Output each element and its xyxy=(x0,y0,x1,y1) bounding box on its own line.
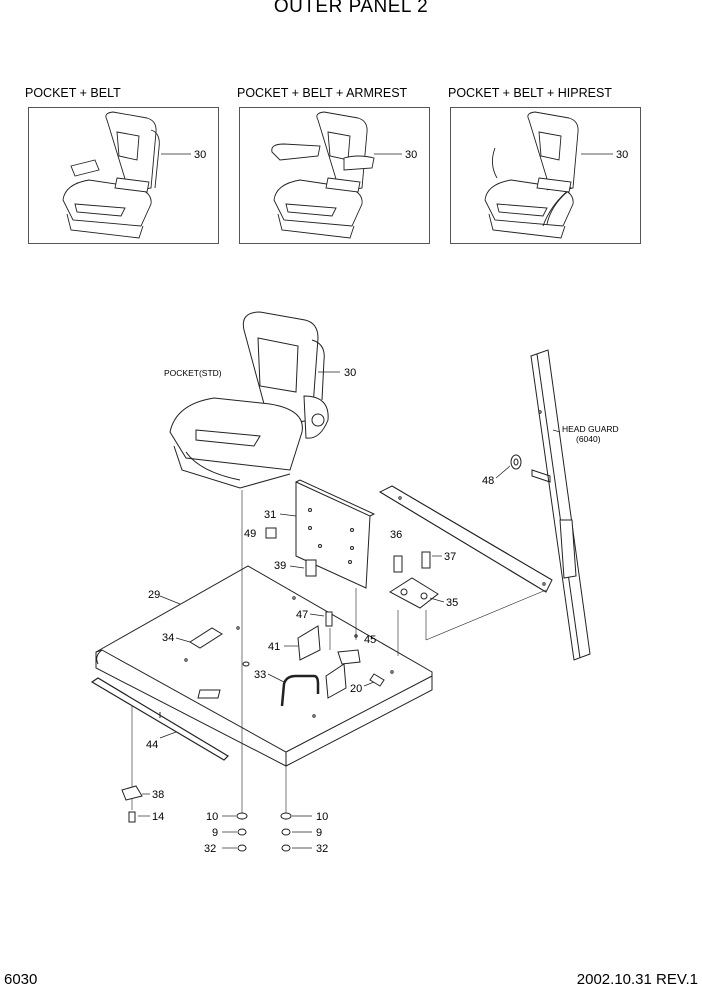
part-number: 34 xyxy=(162,632,174,644)
part-number: 48 xyxy=(482,475,494,487)
page-number: 6030 xyxy=(4,971,38,988)
part-number: 38 xyxy=(152,789,164,801)
part-number: 10 xyxy=(206,811,218,823)
part-number: 37 xyxy=(444,551,456,563)
part-number: 29 xyxy=(148,589,160,601)
revision-date: 2002.10.31 REV.1 xyxy=(576,971,698,988)
part-number: 32 xyxy=(204,843,216,855)
side-rail xyxy=(378,485,553,593)
part-number: 39 xyxy=(274,560,286,572)
part-number: 32 xyxy=(316,843,328,855)
main-seat xyxy=(169,311,329,489)
variant-part-number: 30 xyxy=(194,149,206,161)
main-seat-part-number: 30 xyxy=(344,367,356,379)
seat-hiprest-illustration: 30 xyxy=(484,111,628,239)
part-number: 9 xyxy=(316,827,322,839)
part-number: 31 xyxy=(264,509,276,521)
variant-caption-hiprest: POCKET + BELT + HIPREST xyxy=(448,86,612,100)
variant-part-number: 30 xyxy=(405,149,417,161)
part-number: 45 xyxy=(364,634,376,646)
head-guard-model: (6040) xyxy=(576,434,601,444)
part-number: 35 xyxy=(446,597,458,609)
part-number: 33 xyxy=(254,669,266,681)
floor-panel xyxy=(95,565,433,767)
part-number: 47 xyxy=(296,609,308,621)
part-number: 9 xyxy=(212,827,218,839)
head-guard-post xyxy=(530,349,591,661)
part-number: 14 xyxy=(152,811,164,823)
seat-belt-illustration: 30 xyxy=(62,111,206,239)
part-number: 44 xyxy=(146,739,158,751)
head-guard-label: HEAD GUARD xyxy=(562,424,619,434)
part-number: 10 xyxy=(316,811,328,823)
variant-caption-armrest: POCKET + BELT + ARMREST xyxy=(237,86,408,100)
main-seat-label: POCKET(STD) xyxy=(164,368,222,378)
part-number: 49 xyxy=(244,528,256,540)
part-number: 41 xyxy=(268,641,280,653)
variant-box-belt: 30 xyxy=(28,107,219,244)
variant-box-hiprest: 30 xyxy=(450,107,641,244)
part-number: 20 xyxy=(350,683,362,695)
seat-armrest-illustration: 30 xyxy=(271,111,417,239)
part-number: 36 xyxy=(390,529,402,541)
variant-caption-belt: POCKET + BELT xyxy=(25,86,121,100)
page-title: OUTER PANEL 2 xyxy=(273,0,429,17)
variant-part-number: 30 xyxy=(616,149,628,161)
variant-box-armrest: 30 xyxy=(239,107,430,244)
